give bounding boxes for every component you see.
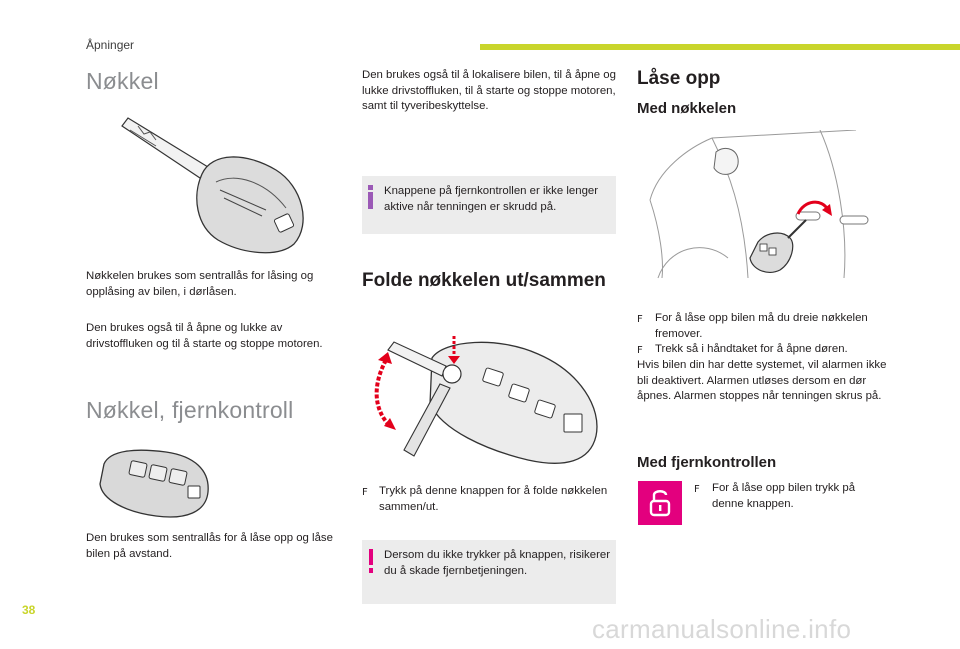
bullet-icon: F bbox=[637, 314, 643, 325]
unlock-bullet-2: F Trekk så i håndtaket for å åpne døren. bbox=[637, 342, 887, 358]
remote-unlock-bullet: F For å låse opp bilen trykk på denne kn… bbox=[694, 481, 884, 512]
col2-intro-text: Den brukes også til å lokalisere bilen, … bbox=[362, 69, 616, 112]
page-number: 38 bbox=[22, 603, 36, 617]
fold-bullet: F Trykk på denne knappen for å folde nøk… bbox=[362, 484, 612, 515]
bullet-icon: F bbox=[362, 487, 368, 498]
bullet-icon: F bbox=[637, 345, 643, 356]
unlock-button[interactable] bbox=[638, 481, 682, 525]
warning-box: Dersom du ikke trykker på knappen, risik… bbox=[362, 540, 616, 604]
unlock-bullet-1: F For å låse opp bilen må du dreie nøkke… bbox=[637, 311, 887, 342]
info-text: Knappene på fjernkontrollen er ikke leng… bbox=[384, 185, 599, 213]
title-unlock: Låse opp bbox=[637, 68, 721, 89]
fold-illustration bbox=[368, 330, 608, 468]
bullet-icon: F bbox=[694, 484, 700, 495]
unlock-bullet-2-text: Trekk så i håndtaket for å åpne døren. bbox=[655, 343, 848, 355]
warning-icon bbox=[367, 549, 375, 573]
subtitle-key: Med nøkkelen bbox=[637, 100, 737, 117]
title-fold: Folde nøkkelen ut/sammen bbox=[362, 270, 606, 291]
warning-text: Dersom du ikke trykker på knappen, risik… bbox=[384, 549, 610, 577]
door-unlock-illustration bbox=[648, 130, 878, 280]
title-key: Nøkkel bbox=[86, 68, 159, 94]
key-text-2: Den brukes også til å åpne og lukke av d… bbox=[86, 322, 323, 350]
alarm-text: Hvis bilen din har dette systemet, vil a… bbox=[637, 359, 887, 402]
info-box: Knappene på fjernkontrollen er ikke leng… bbox=[362, 176, 616, 234]
key-text-1: Nøkkelen brukes som sentrallås for låsin… bbox=[86, 270, 314, 298]
watermark: carmanualsonline.info bbox=[592, 614, 852, 644]
subtitle-remote: Med fjernkontrollen bbox=[637, 454, 777, 471]
fold-bullet-text: Trykk på denne knappen for å folde nøkke… bbox=[379, 485, 608, 513]
key-illustration bbox=[116, 112, 312, 260]
info-icon bbox=[366, 185, 375, 209]
remote-illustration bbox=[96, 444, 214, 522]
open-padlock-icon bbox=[649, 490, 671, 517]
section-tag: Åpninger bbox=[86, 38, 135, 52]
title-remote: Nøkkel, fjernkontroll bbox=[86, 397, 294, 423]
accent-bar bbox=[480, 44, 960, 50]
remote-unlock-bullet-text: For å låse opp bilen trykk på denne knap… bbox=[712, 482, 856, 510]
remote-text: Den brukes som sentrallås for å låse opp… bbox=[86, 532, 333, 560]
unlock-bullet-1-text: For å låse opp bilen må du dreie nøkkele… bbox=[655, 312, 868, 340]
